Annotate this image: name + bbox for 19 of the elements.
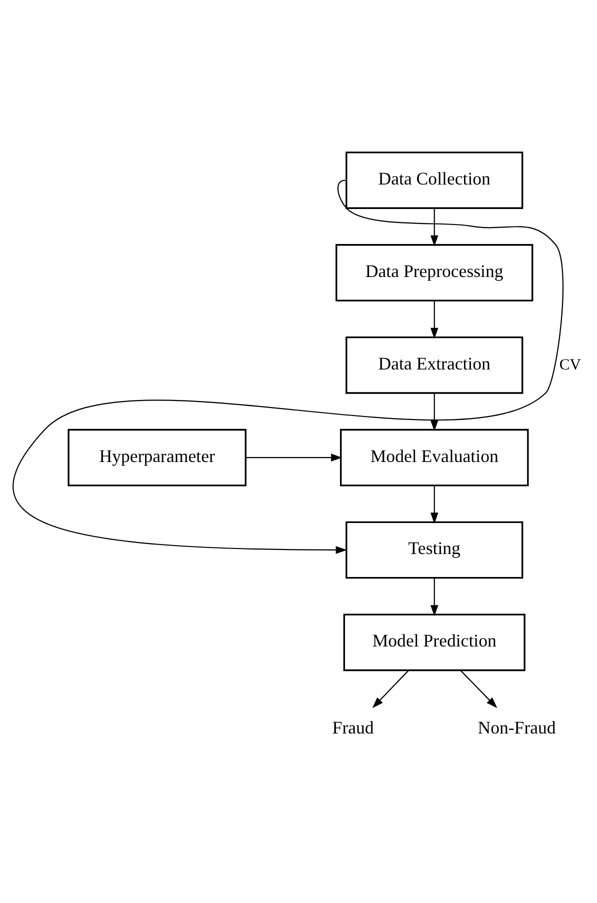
arrow: [430, 208, 438, 246]
node-box: Model Prediction: [343, 613, 526, 671]
arrow: [430, 485, 438, 524]
arrow: [430, 578, 438, 616]
node-text: Fraud: [332, 717, 374, 738]
node-box: Testing: [346, 520, 524, 578]
arrow: [460, 669, 498, 708]
arrow: [430, 300, 438, 338]
arrow: [430, 392, 438, 431]
node-box: Data Preprocessing: [336, 244, 534, 301]
edge-label: CV: [559, 356, 582, 373]
node-text: Non-Fraud: [478, 717, 556, 738]
node-box: Data Extraction: [346, 336, 524, 394]
node-box: Hyperparameter: [68, 428, 246, 486]
arrow: [246, 453, 342, 461]
arrow: [372, 669, 410, 708]
node-box: Model Evaluation: [340, 428, 529, 486]
arrow: [14, 179, 564, 554]
node-box: Data Collection: [346, 151, 524, 208]
